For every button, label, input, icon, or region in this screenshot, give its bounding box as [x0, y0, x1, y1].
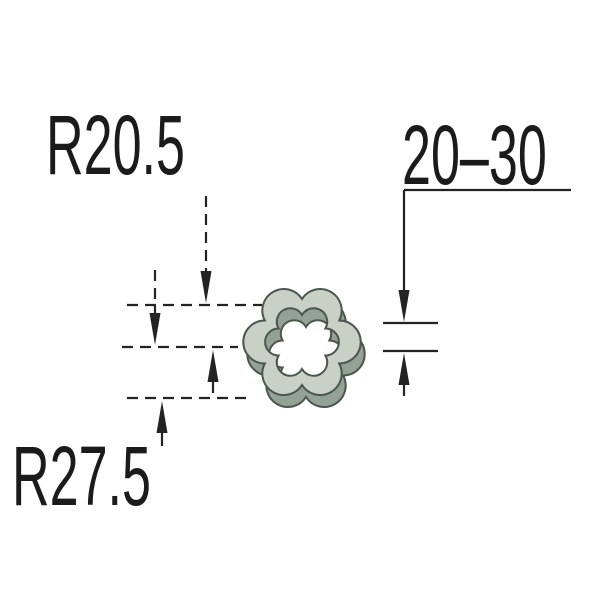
arrowhead-up-r27-2 — [156, 401, 168, 433]
arrowhead-up-r27 — [207, 350, 219, 382]
arrowhead-down-r20 — [200, 271, 212, 303]
radius-large-label: R27.5 — [12, 429, 151, 523]
radius-small-label: R20.5 — [46, 98, 185, 192]
arrowhead-up-range — [398, 353, 410, 385]
arrowhead-down-range — [398, 290, 410, 322]
height-range-label: 20–30 — [402, 108, 547, 202]
flower-ring-top — [242, 287, 362, 397]
arrowhead-down-r20-2 — [149, 313, 161, 345]
